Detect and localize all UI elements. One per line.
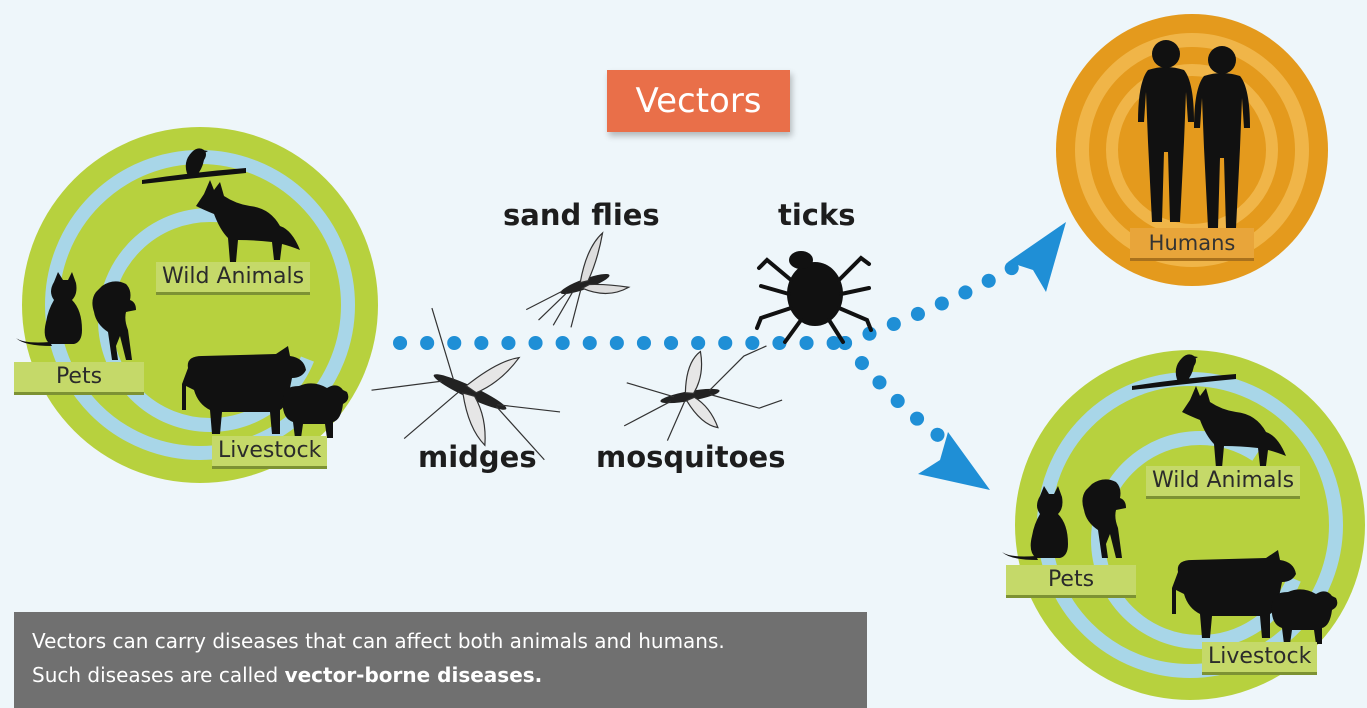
arrowhead-to-animals-icon bbox=[918, 432, 990, 490]
mosquito-icon bbox=[614, 339, 786, 448]
right-wild-animals-label: Wild Animals bbox=[1146, 466, 1300, 499]
ticks-label: ticks bbox=[778, 198, 856, 232]
humans-label: Humans bbox=[1130, 228, 1254, 261]
caption-term: vector-borne diseases. bbox=[285, 663, 543, 687]
tick-icon bbox=[757, 251, 871, 342]
left-pets-label: Pets bbox=[14, 362, 144, 395]
caption-line-2: Such diseases are called vector-borne di… bbox=[32, 658, 867, 692]
right-pets-label: Pets bbox=[1006, 565, 1136, 598]
sand-fly-icon bbox=[510, 231, 634, 340]
sand-flies-label: sand flies bbox=[503, 198, 660, 232]
caption-box: Vectors can carry diseases that can affe… bbox=[14, 612, 867, 708]
left-wild-animals-label: Wild Animals bbox=[156, 262, 310, 295]
mosquitoes-label: mosquitoes bbox=[596, 440, 785, 474]
right-livestock-label: Livestock bbox=[1202, 642, 1317, 675]
caption-line-2-prefix: Such diseases are called bbox=[32, 663, 285, 687]
left-animals-circle bbox=[16, 127, 378, 483]
left-livestock-label: Livestock bbox=[212, 436, 327, 469]
vectors-title: Vectors bbox=[607, 70, 790, 132]
caption-line-1: Vectors can carry diseases that can affe… bbox=[32, 624, 867, 658]
midges-label: midges bbox=[418, 440, 537, 474]
arrowhead-to-humans-icon bbox=[1008, 222, 1066, 292]
